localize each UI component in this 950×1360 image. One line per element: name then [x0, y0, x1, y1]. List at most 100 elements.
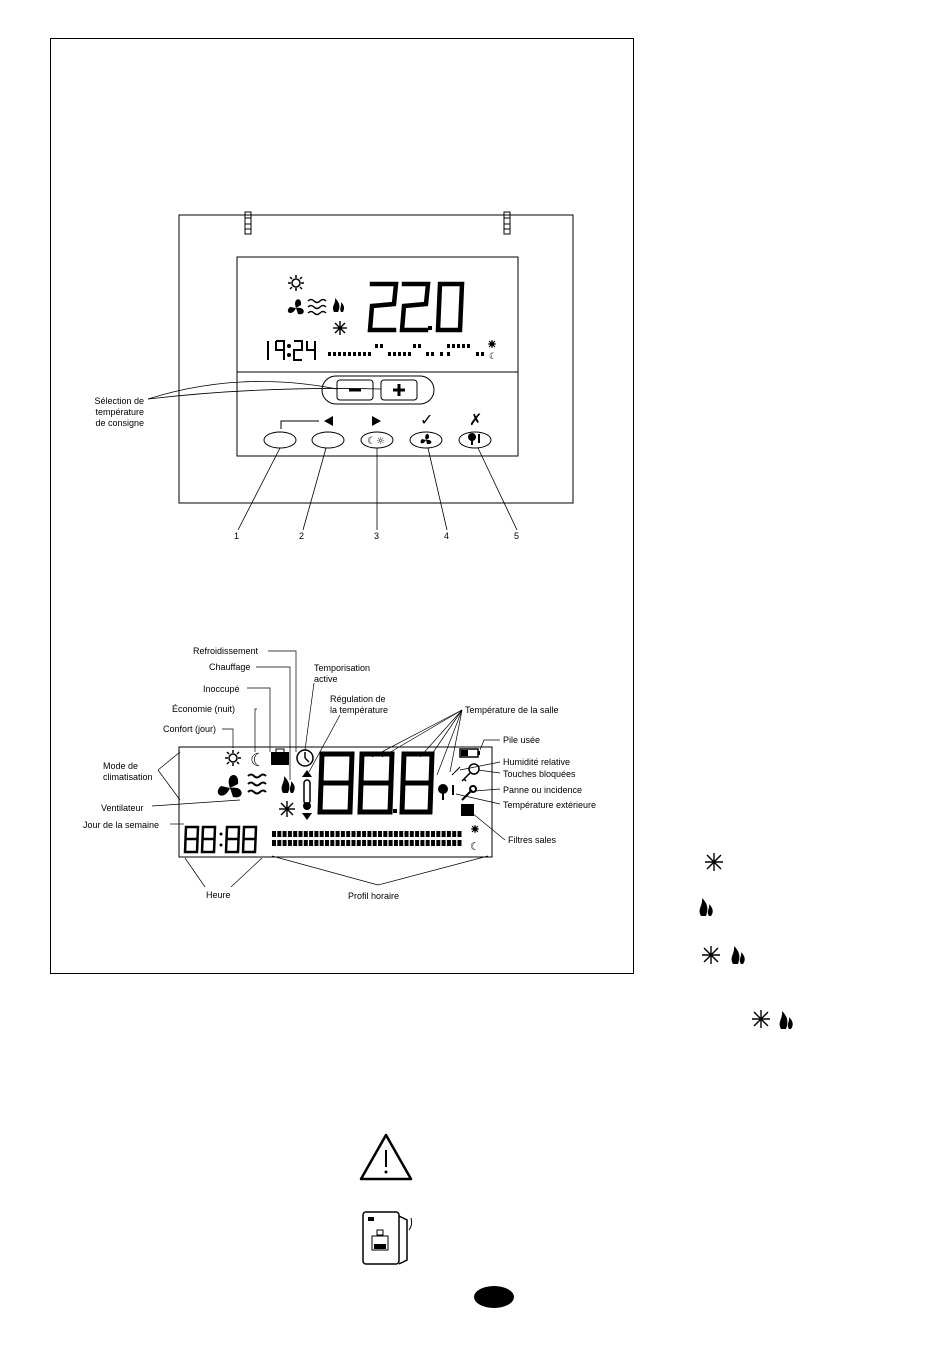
label-confort: Confort (jour)	[163, 724, 217, 734]
plus-minus-pill	[321, 375, 435, 405]
label-humidite: Humidité relative	[503, 757, 571, 767]
profile-segment	[272, 840, 276, 846]
profile-segment	[314, 831, 319, 837]
profile-segment	[346, 831, 351, 837]
label-regulation: Régulation de la température	[330, 694, 389, 715]
left-arrow-icon	[324, 416, 333, 426]
right-arrow-icon	[372, 416, 381, 426]
profile-segment	[425, 831, 430, 837]
profile-segment	[335, 840, 340, 846]
fan-button-icon	[420, 434, 432, 445]
profile-segment	[325, 831, 329, 837]
profile-segment	[399, 840, 404, 846]
label-chauffage: Chauffage	[209, 662, 251, 672]
unoccupied-suitcase-icon	[271, 748, 289, 765]
label-inoccupe: Inoccupé	[203, 684, 240, 694]
battery-icon	[459, 748, 480, 758]
profile-segment	[420, 831, 425, 837]
clip-right-icon	[503, 211, 511, 235]
tree-button-icon	[468, 433, 480, 445]
label-profil: Profil horaire	[348, 891, 400, 901]
profile-segment	[372, 840, 377, 846]
temperature-display-digits	[367, 281, 465, 333]
label-temp-ext: Température extérieure	[503, 800, 597, 810]
comfort-sun-icon	[225, 750, 241, 766]
snowflake-flame-legend-icon	[702, 946, 745, 964]
page-number-badge	[474, 1286, 514, 1308]
profile-segment	[335, 831, 340, 837]
profile-segment	[409, 831, 414, 837]
label-panne: Panne ou incidence	[503, 785, 583, 795]
plus-button	[380, 379, 418, 401]
flame-icon	[333, 298, 345, 312]
profile-segment	[309, 831, 314, 837]
label-economie: Économie (nuit)	[172, 704, 236, 714]
dirty-filter-icon	[461, 804, 474, 816]
profile-segment	[404, 840, 409, 846]
label-pile: Pile usée	[503, 735, 541, 745]
button-number-4: 4	[444, 531, 450, 541]
profile-segment	[309, 840, 314, 846]
label-heure: Heure	[206, 890, 231, 900]
fan-large-icon	[217, 774, 242, 798]
profile-segment	[340, 831, 345, 837]
warning-triangle-icon	[359, 1133, 413, 1181]
regulation-thermometer-icon	[302, 770, 312, 820]
profile-segment	[378, 831, 382, 837]
profile-segment	[277, 831, 282, 837]
profile-segment	[367, 831, 372, 837]
profile-segment	[415, 831, 420, 837]
profile-segment	[351, 840, 356, 846]
button-2	[311, 431, 345, 449]
timer-clock-icon	[296, 749, 314, 767]
button-1	[263, 431, 297, 449]
profile-segment	[383, 840, 388, 846]
profile-segment	[425, 840, 430, 846]
profile-segment	[441, 831, 446, 837]
clip-left-icon	[244, 211, 252, 235]
profile-segment	[319, 831, 324, 837]
label-refroidissement: Refroidissement	[193, 646, 259, 656]
sun-tiny-icon	[471, 825, 479, 833]
profile-segment	[372, 831, 377, 837]
decimal-point	[428, 326, 432, 330]
moon-small-icon: ☾	[489, 352, 497, 362]
profile-segment	[293, 831, 298, 837]
economy-moon-icon: ☾	[250, 750, 266, 771]
heating-flame-icon	[281, 776, 295, 793]
wrench-icon	[461, 785, 477, 801]
air-flow-icon	[307, 298, 327, 316]
profile-segment	[431, 831, 435, 837]
profile-segment	[367, 840, 372, 846]
profile-segment	[452, 831, 457, 837]
profile-segment	[330, 831, 335, 837]
flame-legend-icon	[699, 898, 713, 916]
profile-segment	[346, 840, 351, 846]
profile-segment	[362, 831, 367, 837]
snowflake-icon	[333, 321, 347, 335]
profile-segment	[404, 831, 409, 837]
profile-segment	[298, 831, 303, 837]
profile-segment	[436, 831, 441, 837]
air-flow-large-icon	[247, 773, 267, 795]
profile-segment	[282, 840, 287, 846]
profile-segment	[452, 840, 457, 846]
minus-button	[336, 379, 374, 401]
moon-tiny-icon: ☾	[470, 840, 480, 853]
digits-888	[317, 751, 435, 815]
profile-segment	[441, 840, 446, 846]
profile-segment	[303, 831, 308, 837]
sun-small-icon	[488, 340, 496, 348]
snowflake-legend-icon	[705, 853, 723, 871]
label-jour: Jour de la semaine	[83, 820, 160, 830]
label-touches: Touches bloquées	[503, 769, 576, 779]
profile-segment	[319, 840, 324, 846]
label-mode: Mode de climatisation	[103, 761, 153, 782]
time-digits-8888	[183, 825, 258, 854]
cross-icon: ✗	[469, 412, 483, 429]
profile-segment	[457, 840, 462, 846]
profile-segment	[383, 831, 388, 837]
button-number-1: 1	[234, 531, 240, 541]
label-ventilateur: Ventilateur	[101, 803, 144, 813]
